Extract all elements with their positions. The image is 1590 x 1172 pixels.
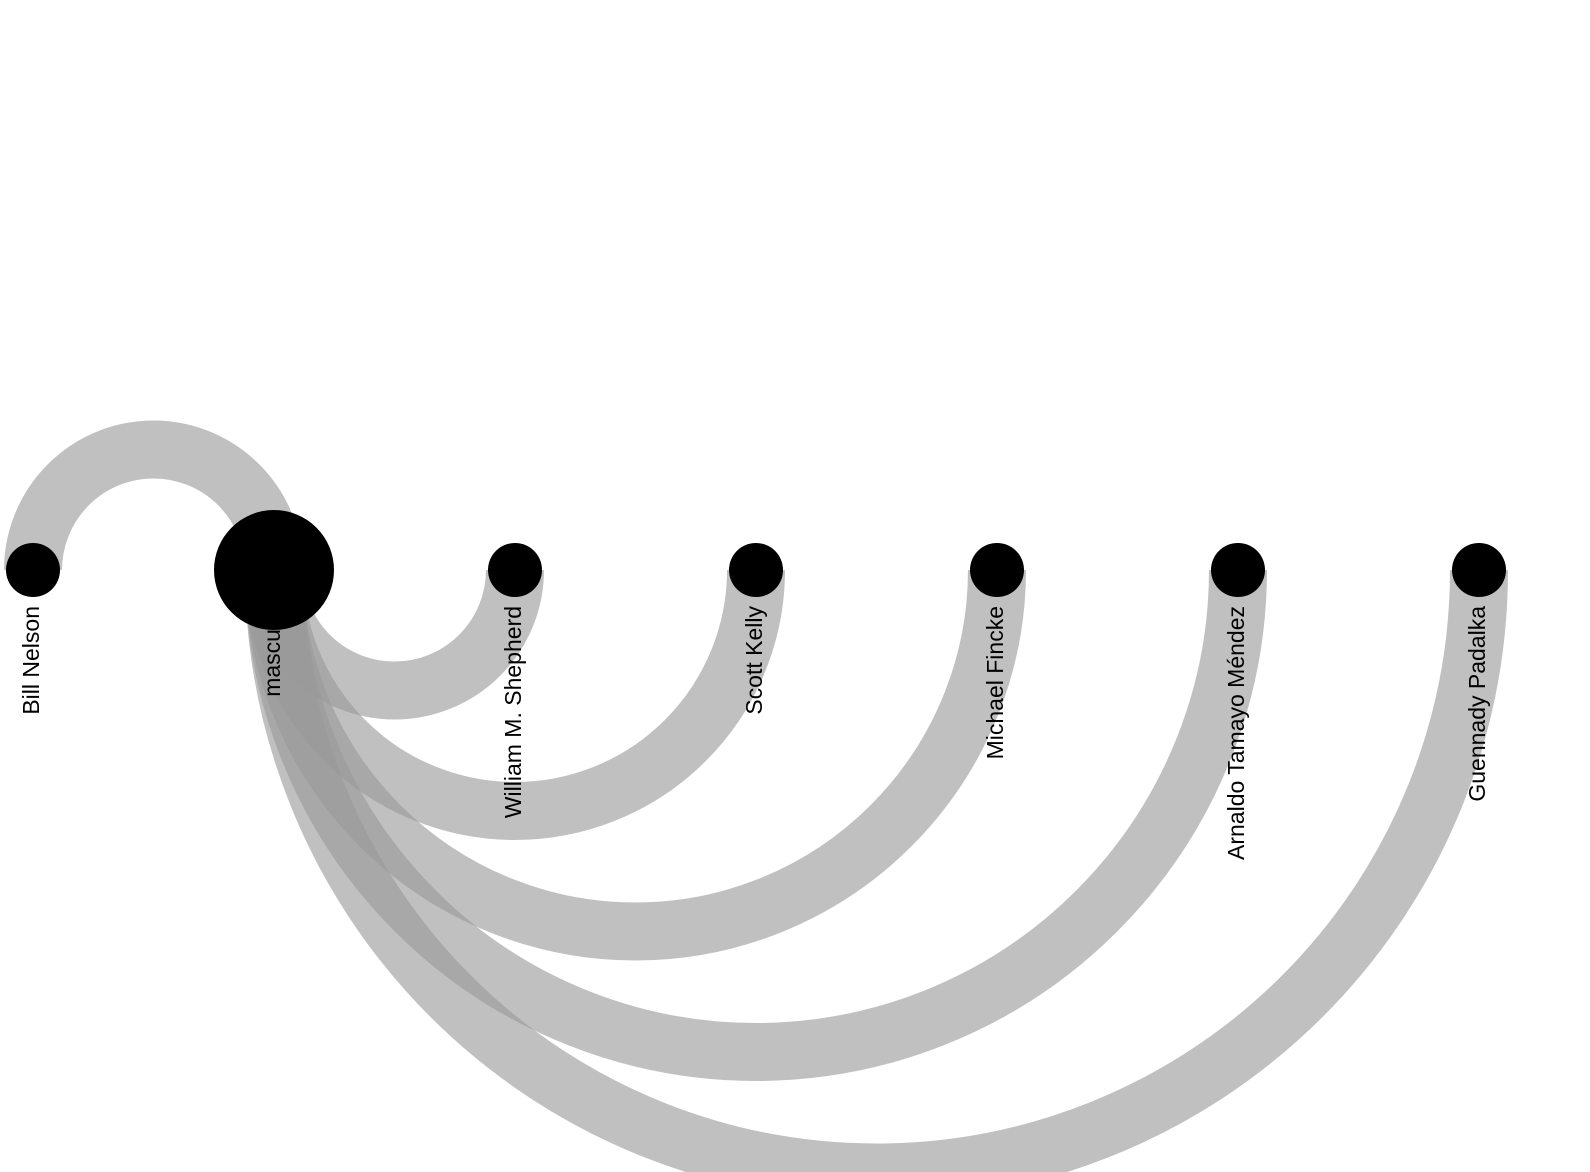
node-masculin[interactable]: [214, 510, 334, 630]
node-label-scott-kelly: Scott Kelly: [741, 606, 767, 715]
node-scott-kelly[interactable]: [729, 543, 783, 597]
node-guennady-padalka[interactable]: [1452, 543, 1506, 597]
node-label-michael-fincke: Michael Fincke: [982, 606, 1008, 759]
node-michael-fincke[interactable]: [970, 543, 1024, 597]
node-label-arnaldo-tamayo-mendez: Arnaldo Tamayo Méndez: [1223, 606, 1249, 860]
node-william-m-shepherd[interactable]: [488, 543, 542, 597]
link-masculin-guennady-padalka: [245, 569, 1508, 1172]
node-label-guennady-padalka: Guennady Padalka: [1464, 606, 1490, 802]
labels-layer: Bill Nelson masculin William M. Shepherd Sc…: [18, 606, 1490, 860]
node-label-william-m-shepherd: William M. Shepherd: [500, 606, 526, 818]
nodes-layer: [6, 510, 1506, 630]
node-label-bill-nelson: Bill Nelson: [18, 606, 44, 715]
node-bill-nelson[interactable]: [6, 543, 60, 597]
node-arnaldo-tamayo-mendez[interactable]: [1211, 543, 1265, 597]
node-label-masculin: masculin: [259, 606, 285, 697]
